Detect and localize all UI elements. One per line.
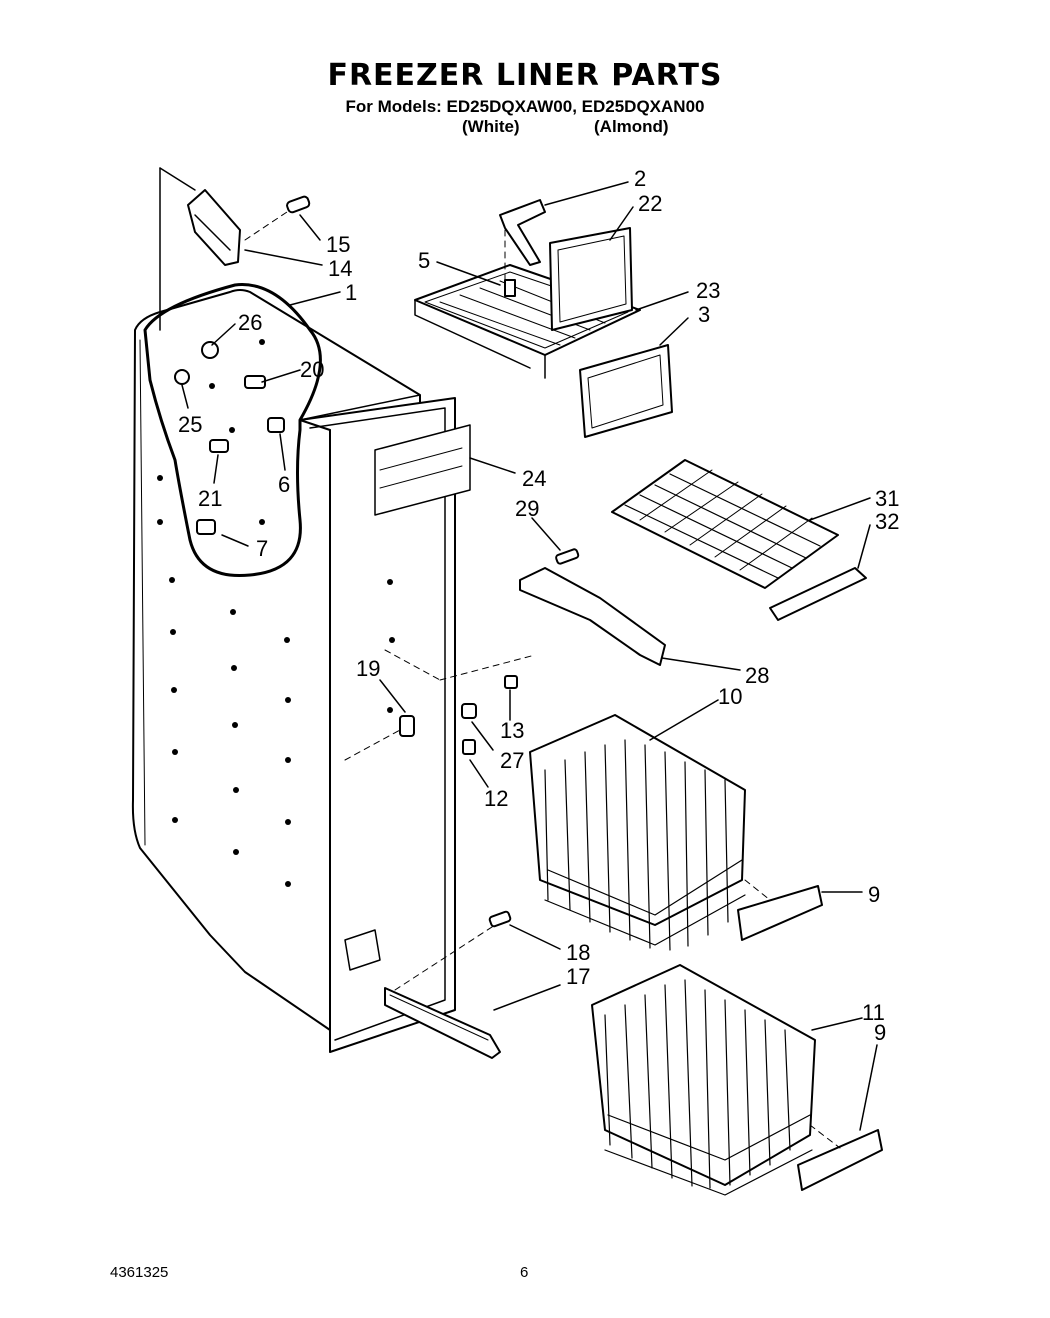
callout-11: 11 — [862, 1000, 885, 1025]
document-number: 4361325 — [110, 1264, 169, 1281]
callout-23: 23 — [696, 278, 720, 303]
lower-basket-drawing — [591, 964, 883, 1196]
callout-29: 29 — [515, 496, 539, 521]
callout-32: 32 — [875, 509, 899, 534]
callout-17: 17 — [566, 964, 590, 989]
page-number: 6 — [520, 1264, 529, 1281]
callout-6: 6 — [278, 472, 290, 497]
leader-lines — [181, 181, 878, 1131]
variant-white-label: (White) — [462, 117, 520, 136]
callout-19: 19 — [356, 656, 380, 681]
callout-labels: 1 2 3 5 6 7 9 9 10 11 12 13 14 15 17 18 … — [178, 166, 899, 1045]
alignment-dashes — [244, 209, 841, 1149]
callout-10: 10 — [718, 684, 742, 709]
callout-1: 1 — [345, 280, 357, 305]
callout-14: 14 — [328, 256, 352, 281]
shelf-support-drawing — [384, 548, 666, 1059]
callout-13: 13 — [500, 718, 524, 743]
freezer-liner-drawing — [131, 167, 471, 1053]
hinge-bracket-drawing — [187, 189, 311, 266]
callout-5: 5 — [418, 248, 430, 273]
variant-almond-label: (Almond) — [594, 117, 669, 136]
callout-27: 27 — [500, 748, 524, 773]
callout-28: 28 — [745, 663, 769, 688]
callout-12: 12 — [484, 786, 508, 811]
models-line: For Models: ED25DQXAW00, ED25DQXAN00 — [345, 97, 705, 116]
callout-15: 15 — [326, 232, 350, 257]
wire-shelf-drawing — [611, 459, 867, 621]
callout-20: 20 — [300, 357, 324, 382]
callout-22: 22 — [638, 191, 662, 216]
callout-2: 2 — [634, 166, 646, 191]
callout-24: 24 — [522, 466, 546, 491]
upper-basket-drawing — [529, 714, 823, 951]
callout-31: 31 — [875, 486, 899, 511]
callout-18: 18 — [566, 940, 590, 965]
callout-7: 7 — [256, 536, 268, 561]
callout-3: 3 — [698, 302, 710, 327]
callout-9-upper: 9 — [868, 882, 880, 907]
callout-26: 26 — [238, 310, 262, 335]
callout-21: 21 — [198, 486, 222, 511]
page-title: FREEZER LINER PARTS — [327, 58, 723, 93]
top-shelf-drawing — [414, 199, 673, 438]
callout-25: 25 — [178, 412, 202, 437]
callout-9-lower: 9 — [874, 1020, 886, 1045]
